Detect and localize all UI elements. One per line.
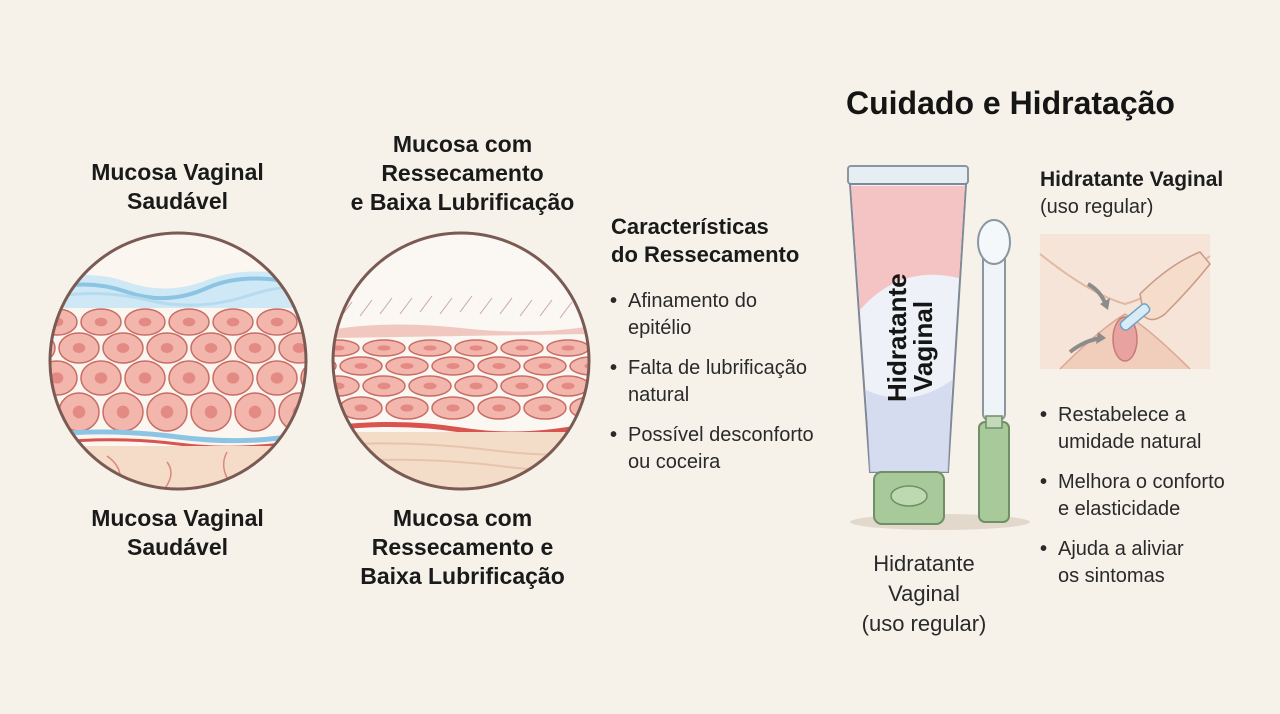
list-item: Possível desconforto ou coceira <box>610 422 840 476</box>
benefits-list: Restabelece a umidade natural Melhora o … <box>1040 402 1265 603</box>
list-item: Afinamento do epitélio <box>610 288 840 342</box>
healthy-label-top: Mucosa Vaginal Saudável <box>91 159 264 214</box>
thin-epithelial-cells <box>333 339 589 420</box>
characteristics-list: Afinamento do epitélio Falta de lubrific… <box>610 288 840 489</box>
epithelial-cells <box>50 308 306 432</box>
list-item: Falta de lubrificação natural <box>610 355 840 409</box>
usage-title: Hidratante Vaginal <box>1040 168 1224 191</box>
tube-icon: Hidratante Vaginal <box>847 165 969 525</box>
product-caption: Hidratante Vaginal (uso regular) <box>861 551 987 636</box>
hand-icon <box>1139 251 1211 321</box>
healthy-mucosa-illustration <box>48 231 308 491</box>
dry-label-top: Mucosa com Ressecamento e Baixa Lubrific… <box>350 131 575 215</box>
tube-label-line1: Hidratante <box>882 273 912 402</box>
dry-label-bottom: Mucosa com Ressecamento e Baixa Lubrific… <box>360 505 565 589</box>
care-title: Cuidado e Hidratação <box>846 85 1175 121</box>
list-item: Restabelece a umidade natural <box>1040 402 1265 456</box>
application-illustration <box>1039 234 1211 370</box>
product-illustration: Hidratante Vaginal <box>847 165 1030 530</box>
applicator-icon <box>977 219 1011 523</box>
list-item: Ajuda a aliviar os sintomas <box>1040 536 1265 590</box>
dry-mucosa-illustration <box>331 231 591 491</box>
characteristics-title: Características do Ressecamento <box>611 214 800 267</box>
healthy-label-bottom: Mucosa Vaginal Saudável <box>91 505 264 560</box>
list-item: Melhora o conforto e elasticidade <box>1040 469 1265 523</box>
usage-heading: Hidratante Vaginal (uso regular) <box>1040 166 1270 220</box>
usage-subtitle: (uso regular) <box>1040 196 1154 218</box>
tube-label-line2: Vaginal <box>908 301 938 392</box>
applicator-in-use-icon <box>1119 303 1151 331</box>
